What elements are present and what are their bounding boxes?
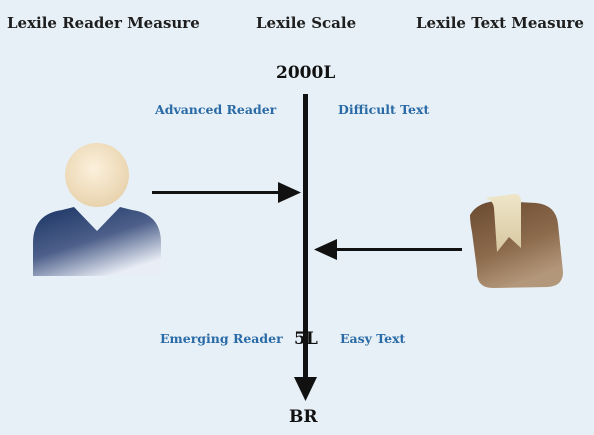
text-arrow (314, 239, 462, 260)
scale-top-label: 2000L (276, 63, 336, 83)
scale-line (303, 94, 308, 389)
reader-measure-header: Lexile Reader Measure (7, 14, 200, 32)
easy-text-label: Easy Text (340, 331, 406, 346)
scale-bottom-label: BR (289, 407, 318, 427)
scale-down-arrowhead (294, 377, 317, 401)
emerging-reader-label: Emerging Reader (160, 331, 283, 346)
difficult-text-label: Difficult Text (338, 102, 430, 117)
text-measure-header: Lexile Text Measure (416, 14, 584, 32)
scale-mid-label: 5L (294, 329, 318, 349)
advanced-reader-label: Advanced Reader (155, 102, 277, 117)
book-icon (470, 194, 563, 288)
person-icon (33, 143, 161, 276)
reader-arrow (152, 182, 301, 203)
lexile-scale-header: Lexile Scale (256, 14, 357, 32)
